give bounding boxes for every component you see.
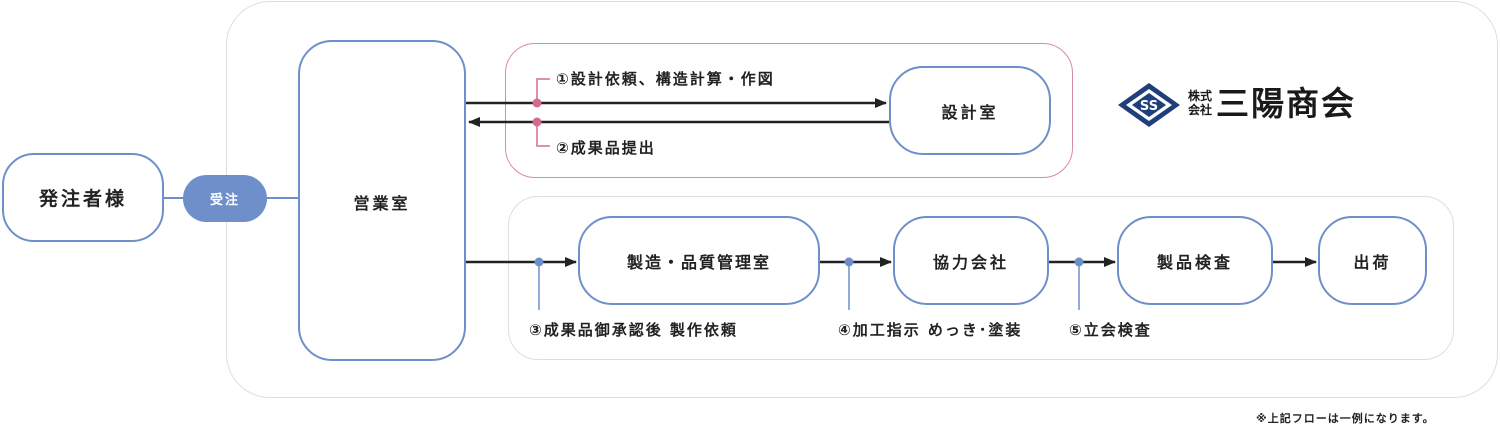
logo-prefix-bottom: 会社 bbox=[1188, 103, 1213, 117]
step5-dot bbox=[1074, 257, 1084, 267]
step4-label: ④加工指示 めっき･塗装 bbox=[838, 321, 1023, 339]
step4-dot bbox=[844, 257, 854, 267]
step2-label: ②成果品提出 bbox=[556, 139, 656, 157]
sales-node: 営業室 bbox=[298, 40, 466, 361]
step3-dot bbox=[534, 257, 544, 267]
step5-label: ⑤立会検査 bbox=[1069, 321, 1152, 339]
sales-label: 営業室 bbox=[353, 194, 411, 213]
logo-name: 三陽商会 bbox=[1216, 84, 1356, 123]
inspection-label: 製品検査 bbox=[1156, 252, 1233, 272]
ss-emblem-icon: SS bbox=[1118, 83, 1180, 127]
client-label: 発注者様 bbox=[38, 188, 127, 210]
client-node: 発注者様 bbox=[2, 153, 164, 242]
manufacturing-label: 製造・品質管理室 bbox=[626, 252, 771, 272]
step2-dot bbox=[532, 117, 542, 127]
partner-node: 協力会社 bbox=[893, 216, 1049, 305]
production-group-frame bbox=[508, 196, 1454, 360]
design-node: 設計室 bbox=[889, 66, 1051, 155]
footnote: ※上記フローは一例になります。 bbox=[1256, 412, 1435, 425]
step3-label: ③成果品御承認後 製作依頼 bbox=[529, 321, 738, 339]
badge-label: 受注 bbox=[209, 193, 240, 208]
design-label: 設計室 bbox=[941, 102, 999, 122]
shipping-label: 出荷 bbox=[1353, 252, 1392, 272]
company-logo: SS 株式 会社 三陽商会 bbox=[1116, 81, 1428, 129]
shipping-node: 出荷 bbox=[1318, 216, 1427, 305]
step2-leader bbox=[536, 122, 550, 147]
logo-prefix: 株式 会社 bbox=[1188, 89, 1212, 117]
step1-label: ①設計依頼、構造計算・作図 bbox=[556, 70, 775, 88]
manufacturing-node: 製造・品質管理室 bbox=[578, 216, 820, 305]
step1-dot bbox=[532, 98, 542, 108]
emblem-mark: SS bbox=[1140, 99, 1158, 114]
order-received-badge: 受注 bbox=[183, 175, 267, 222]
design-group-frame bbox=[505, 43, 1073, 178]
partner-label: 協力会社 bbox=[932, 252, 1009, 272]
step1-leader bbox=[536, 78, 550, 103]
logo-prefix-top: 株式 bbox=[1188, 89, 1213, 103]
inspection-node: 製品検査 bbox=[1117, 216, 1273, 305]
